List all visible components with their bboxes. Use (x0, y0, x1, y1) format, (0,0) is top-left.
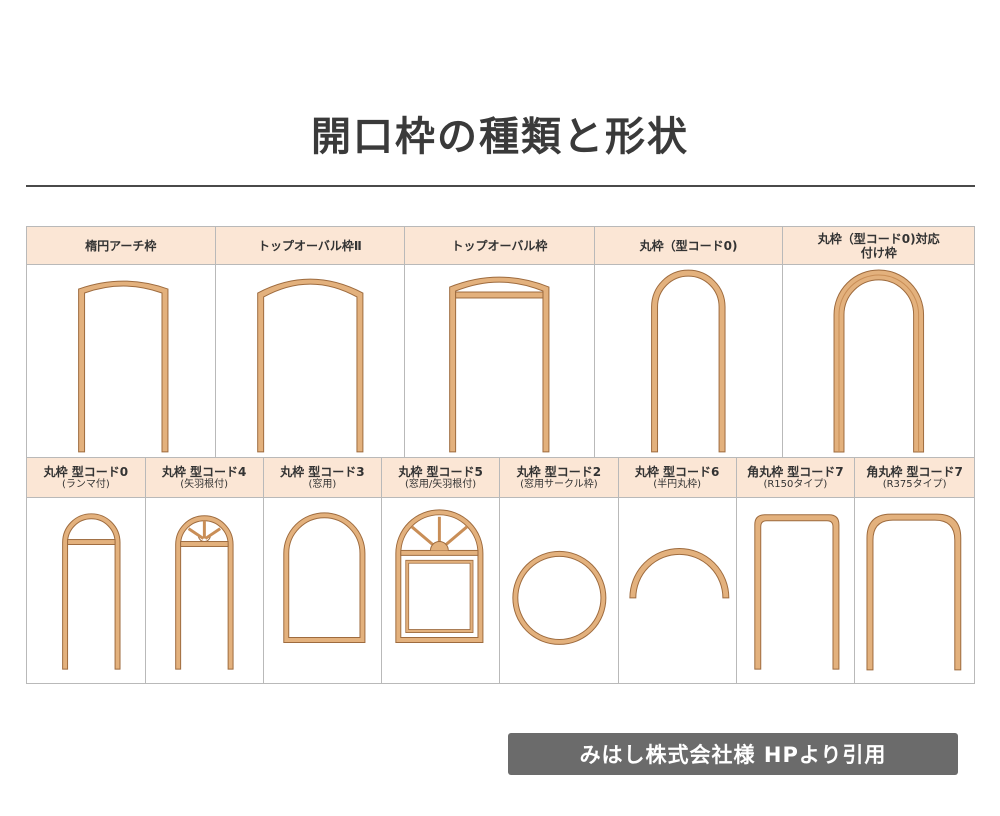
frame-sublabel: (R150タイプ) (763, 478, 828, 490)
frame-item-rounded-r150: 角丸枠 型コード7 (R150タイプ) (736, 458, 856, 683)
frame-label: 丸枠 型コード6 (634, 464, 720, 479)
frame-item-round-transom: 丸枠 型コード0 (ランマ付) (27, 458, 146, 683)
round-frame-transom-icon (62, 513, 121, 670)
frame-item-half-circle: 丸枠 型コード6 (半円丸枠) (618, 458, 737, 683)
round-frame-fan-icon (174, 515, 234, 670)
frame-item-top-oval-2: トップオーバル枠Ⅱ (215, 227, 406, 457)
frame-label: トップオーバル枠Ⅱ (215, 227, 405, 265)
round-window-fan-frame-icon (395, 509, 484, 643)
frame-item-top-oval: トップオーバル枠 (405, 227, 595, 457)
top-oval-frame-icon (449, 276, 550, 453)
frame-item-round-window-fan: 丸枠 型コード5 (窓用/矢羽根付) (382, 458, 500, 683)
frame-item-elliptical-arch: 楕円アーチ枠 (27, 227, 216, 457)
round-frame-code0-icon (650, 269, 726, 453)
frame-item-round-window: 丸枠 型コード3 (窓用) (263, 458, 383, 683)
frame-item-round-fan: 丸枠 型コード4 (矢羽根付) (145, 458, 264, 683)
half-circle-frame-icon (629, 548, 730, 599)
frame-item-round-code0-attached: 丸枠（型コード0)対応 付け枠 (783, 227, 974, 457)
frame-table-row-1: 楕円アーチ枠 トップオーバル枠Ⅱ トップオーバル枠 丸枠（型コード0) (26, 226, 975, 458)
frame-sublabel: (矢羽根付) (180, 478, 229, 490)
frame-sublabel: (R375タイプ) (882, 478, 947, 490)
page-title: 開口枠の種類と形状 (311, 114, 689, 160)
source-credit-badge: みはし株式会社様 HPより引用 (508, 733, 958, 775)
frame-label: 角丸枠 型コード7 (747, 464, 844, 479)
frame-sublabel: (窓用/矢羽根付) (405, 478, 477, 490)
frame-label: 丸枠 型コード3 (280, 464, 365, 479)
round-frame-code0-attached-frame-icon (833, 269, 925, 453)
frame-label: 丸枠（型コード0) (594, 227, 783, 265)
rounded-corner-r150-frame-icon (753, 514, 839, 670)
frame-sublabel: (窓用サークル枠) (520, 478, 598, 490)
frame-sublabel: (窓用) (308, 478, 337, 490)
title-underline (26, 185, 975, 187)
elliptical-arch-frame-icon (78, 280, 169, 453)
frame-item-round-code0: 丸枠（型コード0) (594, 227, 784, 457)
frame-item-circle-window: 丸枠 型コード2 (窓用サークル枠) (500, 458, 619, 683)
circle-window-frame-icon (512, 550, 607, 645)
frame-label: 楕円アーチ枠 (27, 227, 215, 265)
frame-sublabel: (半円丸枠) (653, 478, 702, 490)
frame-label: 丸枠 型コード0 (43, 464, 129, 479)
frame-sublabel: (ランマ付) (61, 478, 110, 490)
rounded-corner-r375-frame-icon (866, 513, 962, 671)
frame-label: 丸枠 型コード2 (516, 464, 602, 479)
frame-label: 丸枠 型コード4 (161, 464, 247, 479)
frame-label: トップオーバル枠 (405, 227, 594, 265)
frame-label: 角丸枠 型コード7 (866, 464, 963, 479)
frame-table-row-2: 丸枠 型コード0 (ランマ付) 丸枠 型コード4 (矢羽根付) (26, 458, 975, 684)
frame-item-rounded-r375: 角丸枠 型コード7 (R375タイプ) (855, 458, 974, 683)
frame-label: 丸枠 型コード5 (398, 464, 483, 479)
round-window-frame-icon (282, 512, 365, 643)
frame-label: 丸枠（型コード0)対応 付け枠 (783, 227, 974, 265)
top-oval-frame-2-icon (256, 278, 364, 453)
